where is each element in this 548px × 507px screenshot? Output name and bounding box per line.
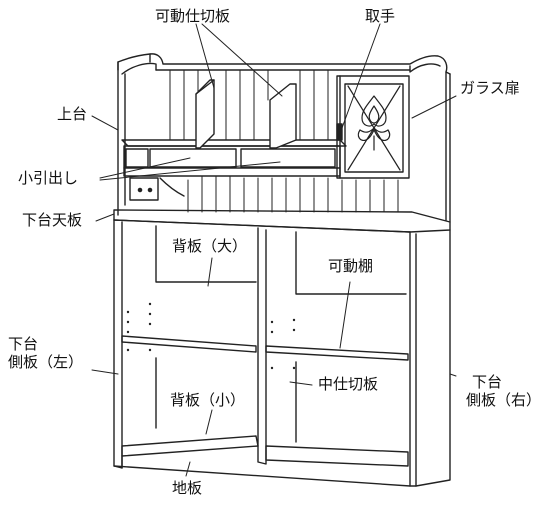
label-lower-side-right-line1: 下台 — [472, 373, 503, 391]
lower-unit — [113, 209, 451, 487]
upper-unit — [117, 53, 451, 223]
label-bottom-board: 地板 — [172, 479, 203, 497]
label-upper-unit: 上台 — [57, 105, 88, 123]
label-back-board-large: 背板（大） — [172, 237, 248, 255]
label-small-drawer: 小引出し — [18, 169, 79, 187]
label-middle-divider: 中仕切板 — [318, 375, 379, 393]
label-lower-top-board: 下台天板 — [22, 211, 83, 229]
label-movable-shelf: 可動棚 — [328, 257, 374, 275]
label-back-board-small: 背板（小） — [170, 391, 246, 409]
leader-lines — [91, 23, 457, 477]
label-lower-side-left-line1: 下台 — [8, 335, 39, 353]
label-handle: 取手 — [365, 7, 396, 25]
label-lower-side-left-line2: 側板（左） — [8, 353, 84, 371]
label-movable-divider: 可動仕切板 — [155, 7, 231, 25]
label-lower-side-right-line2: 側板（右） — [466, 391, 542, 409]
label-glass-door: ガラス扉 — [460, 79, 520, 97]
